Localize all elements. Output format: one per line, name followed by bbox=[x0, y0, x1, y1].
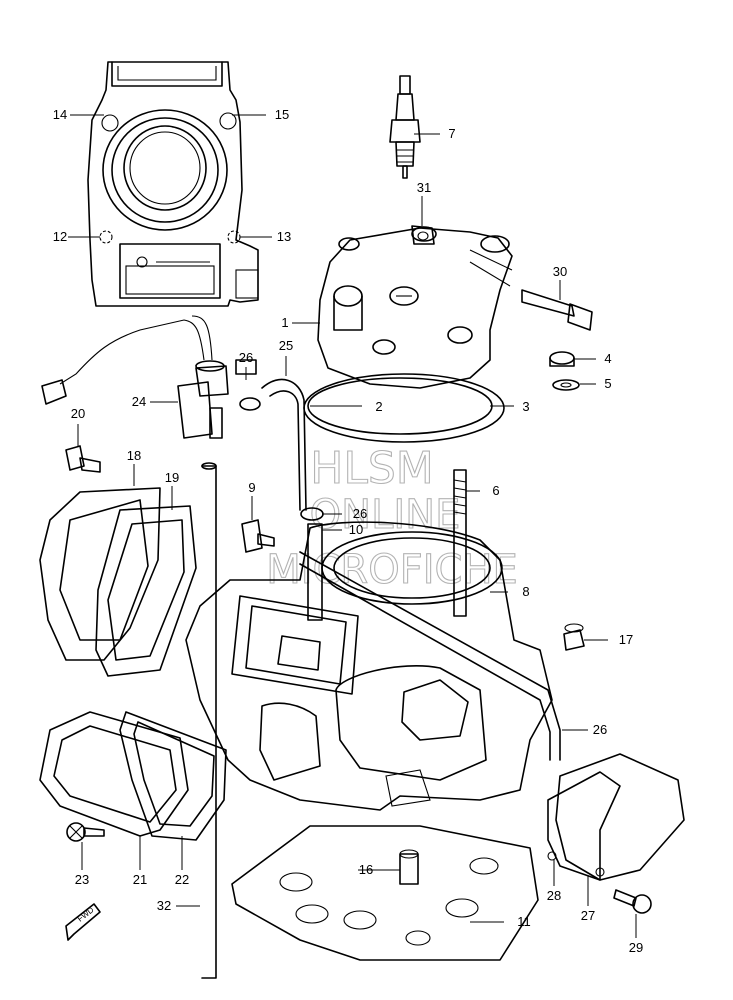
stud-bolts bbox=[307, 469, 467, 621]
callout-17: 17 bbox=[619, 632, 633, 647]
callout-5: 5 bbox=[604, 376, 611, 391]
cylinder-top-view-inset bbox=[87, 61, 259, 307]
bolt-20 bbox=[65, 445, 101, 473]
spark-plug bbox=[389, 75, 421, 179]
callout-15: 15 bbox=[275, 107, 289, 122]
watermark-line-1: HLSM bbox=[310, 443, 434, 494]
callout-1: 1 bbox=[281, 315, 288, 330]
cylinder-head bbox=[317, 226, 513, 389]
callout-9: 9 bbox=[248, 480, 255, 495]
bolt-23 bbox=[66, 822, 105, 842]
fwd-label: FWD bbox=[76, 905, 96, 923]
callout-25: 25 bbox=[279, 338, 293, 353]
callout-30: 29 bbox=[629, 940, 643, 955]
callout-14: 14 bbox=[53, 107, 67, 122]
callout-22: 22 bbox=[175, 872, 189, 887]
callout-8: 8 bbox=[522, 584, 529, 599]
callout-33: 32 bbox=[157, 898, 171, 913]
callout-11: 11 bbox=[517, 914, 531, 929]
leader-lines bbox=[68, 114, 637, 938]
callout-29: 28 bbox=[547, 888, 561, 903]
callout-7: 7 bbox=[448, 126, 455, 141]
side-cover bbox=[547, 753, 685, 881]
forward-arrow: FWD bbox=[65, 903, 101, 941]
callout-31: 30 bbox=[553, 264, 567, 279]
callout-21: 21 bbox=[133, 872, 147, 887]
callout-10: 10 bbox=[349, 522, 363, 537]
callout-27: 26 bbox=[593, 722, 607, 737]
exhaust-cover-and-gasket bbox=[39, 487, 197, 677]
callout-18: 18 bbox=[127, 448, 141, 463]
temperature-sensor bbox=[41, 315, 257, 439]
bypass-tube bbox=[299, 551, 561, 761]
callout-16: 16 bbox=[359, 862, 373, 877]
callout-20: 20 bbox=[71, 406, 85, 421]
head-gaskets bbox=[303, 373, 505, 443]
callout-13: 13 bbox=[277, 229, 291, 244]
watermark-line-2: ONLINE bbox=[310, 492, 461, 538]
callout-24: 24 bbox=[132, 394, 146, 409]
cylinder-body bbox=[185, 521, 553, 811]
callout-32: 31 bbox=[417, 180, 431, 195]
exhaust-valve-cover bbox=[39, 711, 227, 841]
callout-28: 27 bbox=[581, 908, 595, 923]
base-gasket bbox=[231, 825, 539, 961]
callout-4: 4 bbox=[604, 351, 611, 366]
callout-numbers: 14 15 12 13 7 31 30 1 4 5 2 3 25 26 24 2… bbox=[53, 107, 643, 955]
bolt-30 bbox=[613, 889, 652, 914]
fasteners-top-right bbox=[411, 225, 593, 391]
callout-3: 3 bbox=[522, 399, 529, 414]
callout-26b: 26 bbox=[353, 506, 367, 521]
callout-12: 12 bbox=[53, 229, 67, 244]
callout-2: 2 bbox=[375, 399, 382, 414]
nut-17 bbox=[563, 623, 585, 651]
callout-26: 26 bbox=[239, 350, 253, 365]
callout-6: 6 bbox=[492, 483, 499, 498]
hose bbox=[261, 378, 307, 511]
nipple-and-tube bbox=[201, 462, 275, 979]
callout-19: 19 bbox=[165, 470, 179, 485]
callout-23: 23 bbox=[75, 872, 89, 887]
